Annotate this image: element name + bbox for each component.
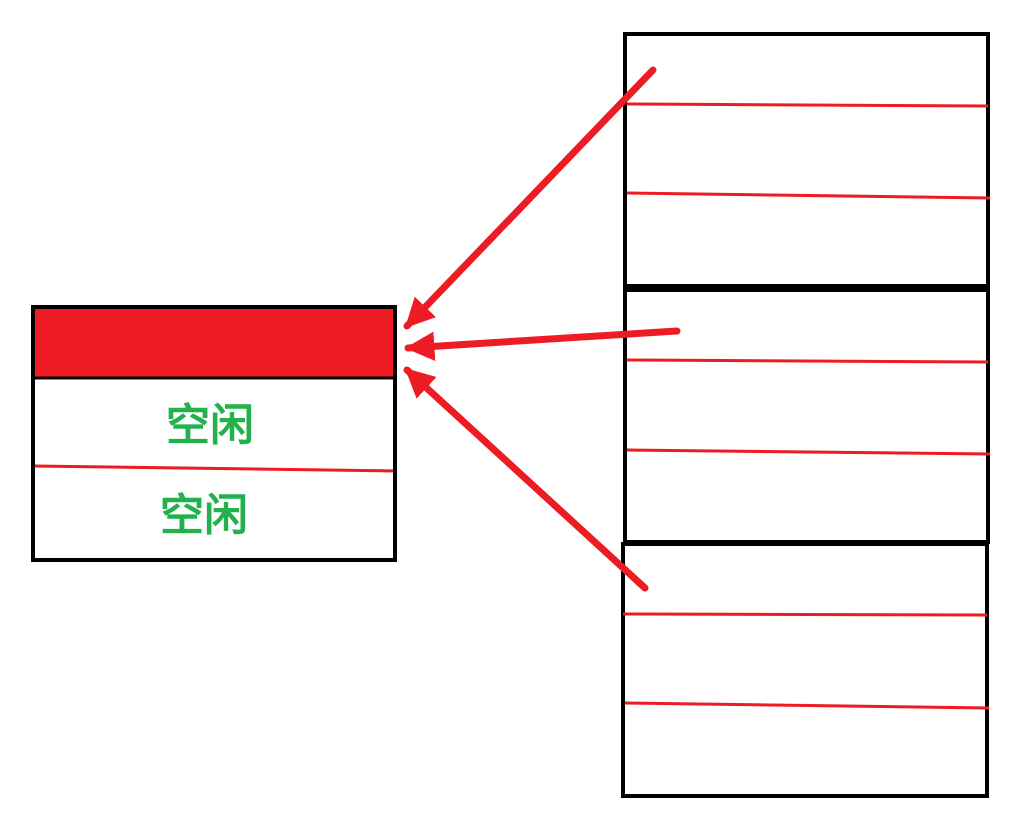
left-block-slot-3-label: 空闲 <box>160 490 248 541</box>
right-block-1-row-divider <box>626 102 989 108</box>
right-block-2-row-divider <box>626 358 989 364</box>
right-block-1-border <box>623 32 990 288</box>
right-block-1 <box>623 32 991 288</box>
right-block-3-row-divider <box>624 701 990 710</box>
right-block-2-border <box>623 288 990 544</box>
arrow-from-right-block-2 <box>404 327 681 362</box>
right-block-1-row-divider <box>626 191 991 200</box>
left-block-slot-divider-red <box>32 464 398 473</box>
left-block-slot-2-label: 空闲 <box>166 400 254 451</box>
left-block-slot-occupied <box>33 307 395 378</box>
right-block-3-row-divider <box>622 612 988 617</box>
right-block-2-row-divider <box>626 448 991 456</box>
right-block-3 <box>621 542 990 798</box>
arrows <box>403 66 681 592</box>
arrow-from-right-block-1 <box>403 66 657 330</box>
right-block-2 <box>623 288 991 544</box>
arrow-from-right-block-3 <box>403 366 649 592</box>
left-block: 空闲 空闲 <box>31 305 398 562</box>
left-block-border <box>31 305 397 562</box>
right-block-3-border <box>621 542 989 798</box>
